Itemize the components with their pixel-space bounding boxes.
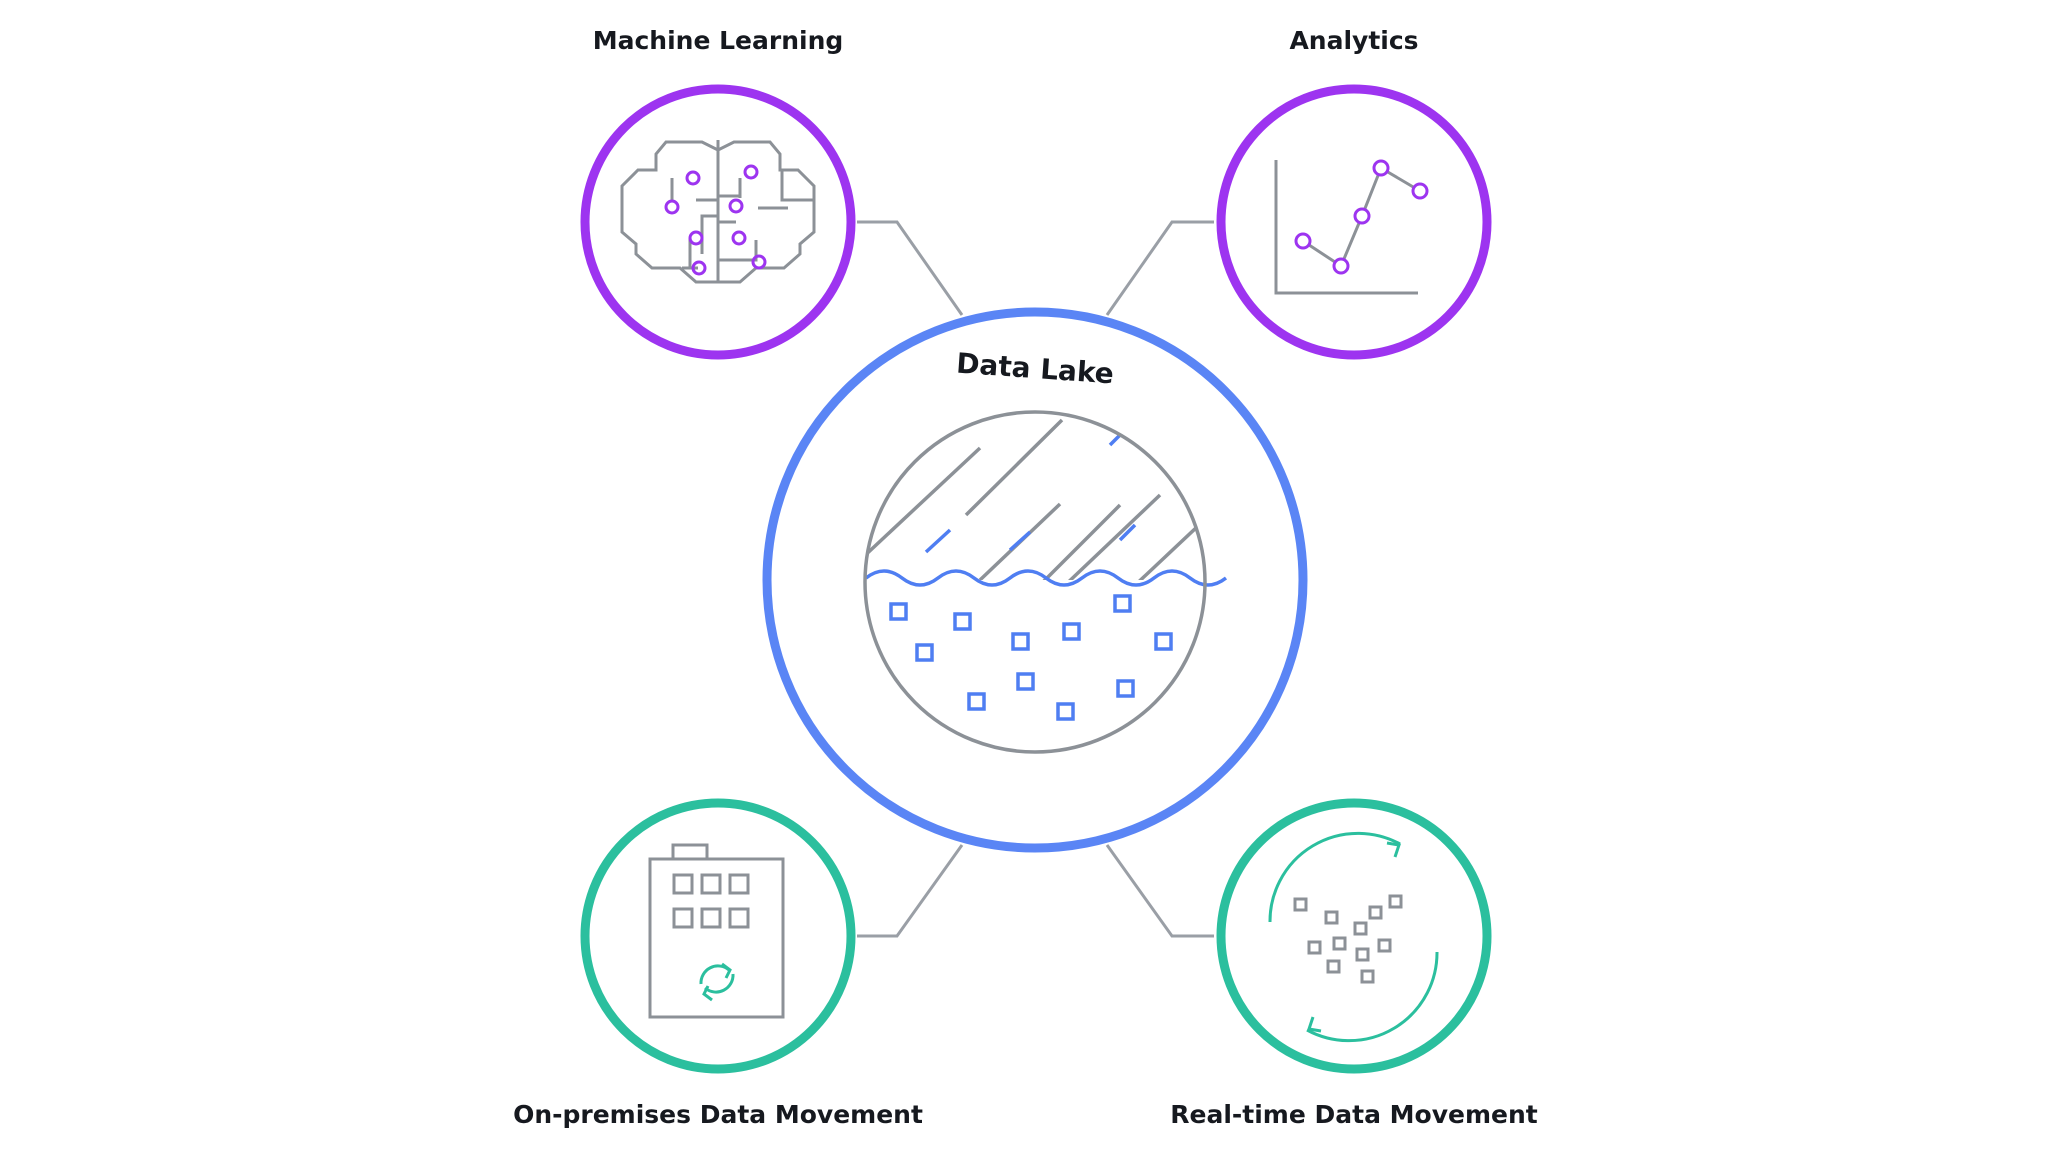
node-machine-learning — [580, 84, 856, 360]
data-block — [1116, 679, 1135, 698]
data-block — [953, 612, 972, 631]
on-premises-label: On-premises Data Movement — [513, 1100, 923, 1129]
connector-machine-learning — [857, 220, 964, 316]
connector-analytics — [1105, 220, 1214, 316]
data-blocks — [889, 594, 1173, 721]
real-time-label: Real-time Data Movement — [1170, 1100, 1538, 1129]
data-cycle-icon — [1268, 831, 1439, 1043]
wave-line — [864, 569, 1228, 587]
node-analytics — [1216, 84, 1492, 360]
data-block — [1056, 702, 1075, 721]
real-time-ring — [1216, 798, 1492, 1074]
connector-on-premises — [857, 844, 964, 938]
on-premises-ring — [580, 798, 856, 1074]
analytics-ring — [1216, 84, 1492, 360]
line-chart-icon — [1274, 159, 1429, 295]
node-on-premises — [580, 798, 856, 1074]
analytics-label: Analytics — [1289, 26, 1419, 55]
lake-circle — [863, 410, 1207, 754]
connector-real-time — [1105, 844, 1214, 938]
data-lake-node: Data Lake — [762, 307, 1308, 853]
data-block — [967, 692, 986, 711]
building-sync-icon — [648, 843, 785, 1019]
brain-circuit-icon — [620, 140, 816, 284]
node-real-time — [1216, 798, 1492, 1074]
data-block — [1016, 672, 1035, 691]
data-block — [915, 643, 934, 662]
data-block — [1011, 632, 1030, 651]
data-block — [1062, 622, 1081, 641]
connectors — [857, 220, 1214, 938]
lake-surface-lines — [865, 418, 1205, 592]
data-block — [1113, 594, 1132, 613]
data-block — [889, 602, 908, 621]
machine-learning-label: Machine Learning — [592, 26, 844, 55]
data-block — [1154, 632, 1173, 651]
